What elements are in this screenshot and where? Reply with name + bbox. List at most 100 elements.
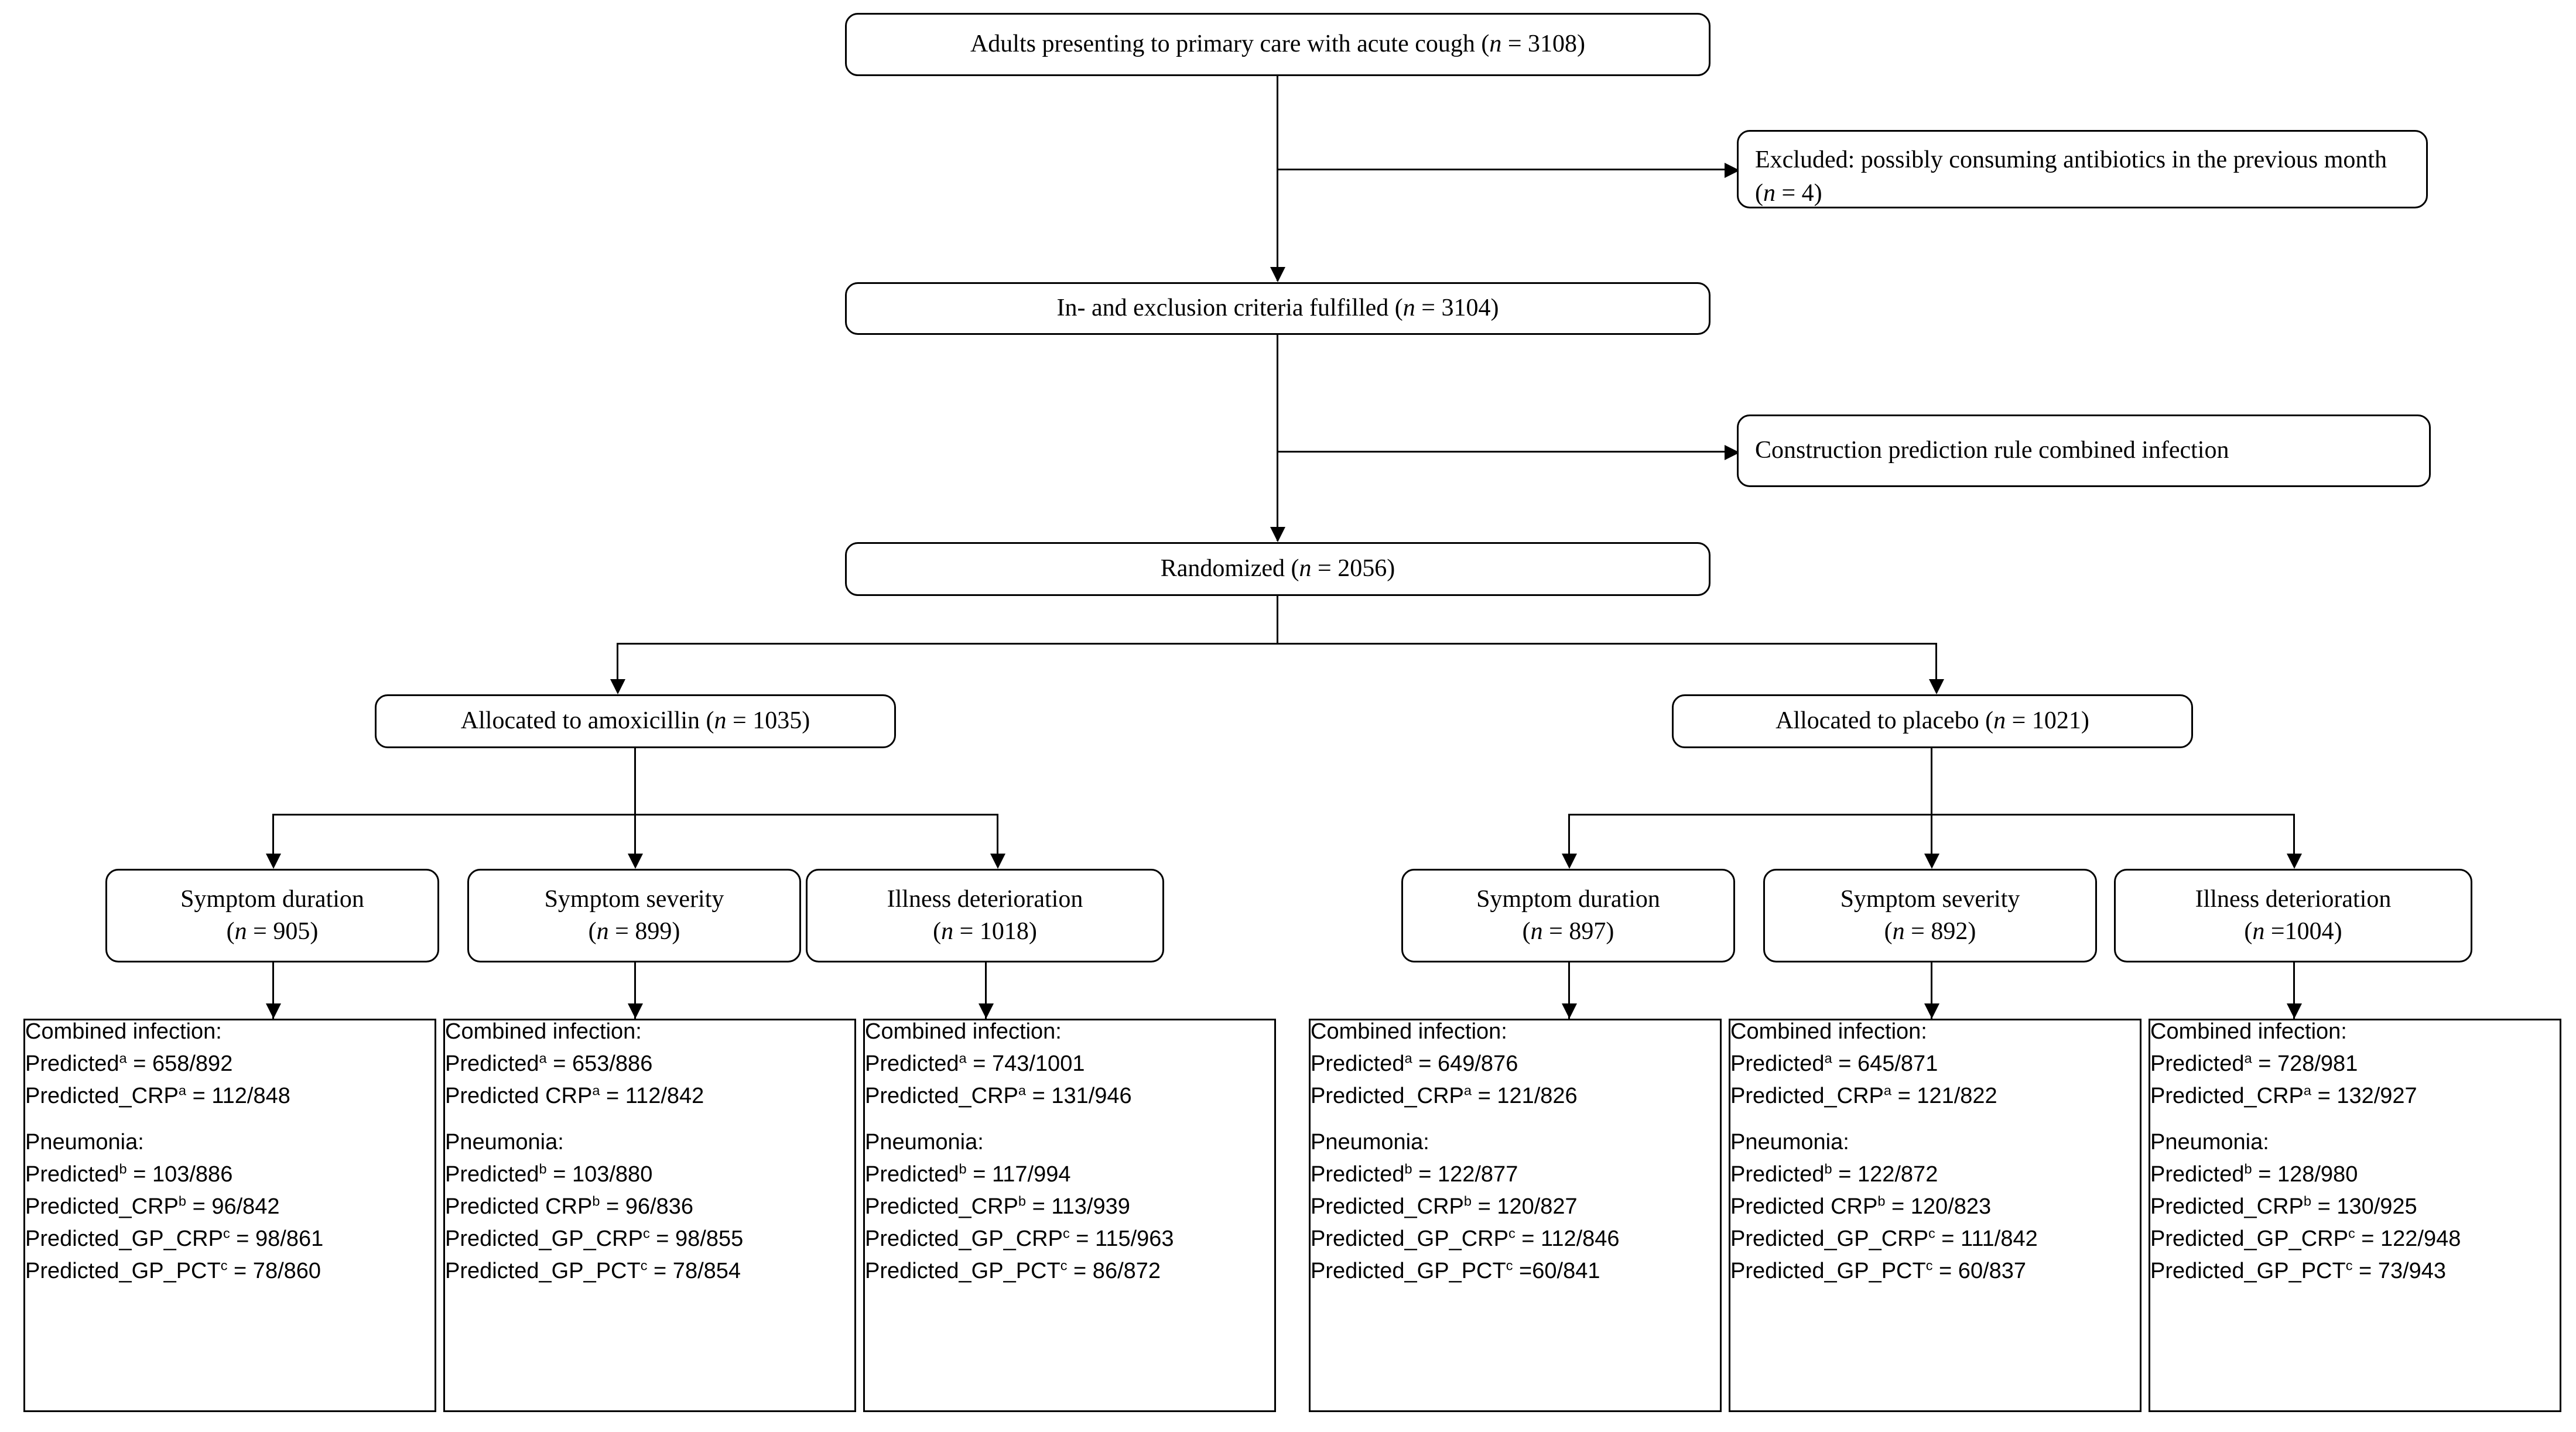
detail-spacer [2150, 1117, 2560, 1131]
node-construction-label: Construction prediction rule combined in… [1755, 437, 2229, 464]
footnote-marker: b [1877, 1193, 1886, 1209]
detail-combined-line-0: Predicteda = 649/876 [1311, 1050, 1518, 1076]
detail-pneumonia-line-0: Predictedb = 117/994 [865, 1161, 1071, 1187]
footnote-marker: b [539, 1161, 547, 1177]
connector-placebo-drop-1 [1568, 814, 1570, 866]
arrow-enrollment-to-criteria [1270, 267, 1285, 282]
detail-combined-heading: Combined infection: [2150, 1019, 2347, 1044]
footnote-marker: b [592, 1193, 600, 1209]
node-outcome-3-name: Symptom duration [1476, 885, 1660, 913]
footnote-marker: a [1018, 1082, 1027, 1098]
connector-outcome-5-to-detail [2293, 962, 2295, 1021]
detail-spacer [865, 1117, 1274, 1131]
detail-combined-line-0: Predicteda = 728/981 [2150, 1050, 2358, 1076]
connector-amox-drop-1 [272, 814, 274, 866]
detail-combined-heading: Combined infection: [445, 1019, 642, 1044]
detail-combined-line-0: Predicteda = 658/892 [25, 1050, 233, 1076]
arrow-to-allocated-placebo [1929, 679, 1944, 694]
detail-pneumonia-line-1: Predicted CRPb = 120/823 [1730, 1193, 1992, 1219]
footnote-marker: b [119, 1161, 127, 1177]
detail-box-4: Combined infection: Predicteda = 645/871… [1729, 1019, 2141, 1412]
footnote-marker: a [1463, 1082, 1472, 1098]
node-allocated-placebo: Allocated to placebo (n = 1021) [1672, 694, 2193, 748]
node-excluded-label: Excluded: possibly consuming antibiotics… [1755, 146, 2387, 207]
footnote-marker: b [1018, 1193, 1027, 1209]
arrow-to-outcome-1 [628, 854, 643, 869]
detail-box-0-content: Combined infection: Predicteda = 658/892… [25, 1020, 435, 1292]
footnote-marker: b [1404, 1161, 1412, 1177]
node-outcome-3: Symptom duration (n = 897) [1401, 869, 1735, 962]
node-criteria: In- and exclusion criteria fulfilled (n … [845, 282, 1711, 335]
arrow-to-outcome-3 [1562, 854, 1577, 869]
detail-box-4-content: Combined infection: Predicteda = 645/871… [1730, 1020, 2140, 1292]
footnote-marker: a [2244, 1050, 2252, 1066]
connector-outcome-3-to-detail [1568, 962, 1570, 1021]
detail-pneumonia-line-3: Predicted_GP_PCTc = 73/943 [2150, 1258, 2447, 1283]
footnote-marker: c [2345, 1258, 2353, 1273]
detail-combined-line-1: Predicted CRPa = 112/842 [445, 1082, 704, 1108]
detail-combined-line-0: Predicteda = 645/871 [1730, 1050, 1938, 1076]
connector-allocation-bus [617, 643, 1937, 645]
footnote-marker: b [178, 1193, 187, 1209]
footnote-marker: c [223, 1225, 230, 1241]
footnote-marker: a [178, 1082, 187, 1098]
node-outcome-5: Illness deterioration (n =1004) [2114, 869, 2472, 962]
footnote-marker: c [1508, 1225, 1516, 1241]
detail-combined-heading: Combined infection: [865, 1019, 1062, 1044]
detail-spacer [1730, 1117, 2140, 1131]
detail-pneumonia-line-3: Predicted_GP_PCTc = 86/872 [865, 1258, 1161, 1283]
detail-combined-line-1: Predicted_CRPa = 132/927 [2150, 1082, 2417, 1108]
detail-box-5: Combined infection: Predicteda = 728/981… [2149, 1019, 2561, 1412]
footnote-marker: a [1824, 1050, 1832, 1066]
node-enrollment: Adults presenting to primary care with a… [845, 13, 1711, 76]
arrow-outcome-3-to-detail [1562, 1003, 1577, 1019]
detail-pneumonia-heading: Pneumonia: [1730, 1130, 1849, 1154]
node-outcome-4-name: Symptom severity [1840, 885, 2020, 913]
detail-pneumonia-line-1: Predicted_CRPb = 96/842 [25, 1193, 280, 1219]
detail-pneumonia-line-1: Predicted_CRPb = 113/939 [865, 1193, 1130, 1219]
detail-pneumonia-line-0: Predictedb = 122/877 [1311, 1161, 1518, 1187]
detail-box-1-content: Combined infection: Predicteda = 653/886… [445, 1020, 854, 1292]
detail-combined-line-1: Predicted_CRPa = 121/826 [1311, 1082, 1578, 1108]
footnote-marker: b [1824, 1161, 1832, 1177]
footnote-marker: a [959, 1050, 967, 1066]
detail-box-1: Combined infection: Predicteda = 653/886… [443, 1019, 856, 1412]
footnote-marker: b [2303, 1193, 2312, 1209]
node-construction: Construction prediction rule combined in… [1737, 414, 2431, 487]
arrow-outcome-2-to-detail [979, 1003, 994, 1019]
footnote-marker: a [539, 1050, 547, 1066]
detail-pneumonia-heading: Pneumonia: [2150, 1130, 2269, 1154]
detail-combined-line-0: Predicteda = 743/1001 [865, 1050, 1085, 1076]
connector-outcome-1-to-detail [634, 962, 636, 1021]
arrow-outcome-4-to-detail [1924, 1003, 1939, 1019]
node-allocated-amoxicillin: Allocated to amoxicillin (n = 1035) [375, 694, 896, 748]
arrow-to-outcome-2 [990, 854, 1005, 869]
node-outcome-4-n: (n = 892) [1884, 918, 1976, 945]
footnote-marker: c [2348, 1225, 2355, 1241]
detail-box-2: Combined infection: Predicteda = 743/100… [863, 1019, 1276, 1412]
detail-combined-line-0: Predicteda = 653/886 [445, 1050, 653, 1076]
node-criteria-label: In- and exclusion criteria fulfilled (n … [1056, 294, 1499, 322]
node-excluded: Excluded: possibly consuming antibiotics… [1737, 130, 2428, 208]
footnote-marker: a [1883, 1082, 1892, 1098]
arrow-to-allocated-amoxicillin [610, 679, 625, 694]
detail-pneumonia-heading: Pneumonia: [445, 1130, 564, 1154]
connector-construction-branch [1277, 451, 1727, 453]
connector-amox-drop-2 [634, 814, 636, 866]
arrow-outcome-5-to-detail [2287, 1003, 2302, 1019]
node-outcome-1-name: Symptom severity [544, 885, 724, 913]
connector-outcome-2-to-detail [985, 962, 987, 1021]
node-outcome-0-n: (n = 905) [226, 918, 319, 945]
node-outcome-3-n: (n = 897) [1522, 918, 1614, 945]
node-outcome-5-name: Illness deterioration [2195, 885, 2392, 913]
node-enrollment-label: Adults presenting to primary care with a… [970, 30, 1586, 58]
footnote-marker: b [1463, 1193, 1472, 1209]
connector-amoxicillin-stem [634, 748, 636, 815]
node-randomized-label: Randomized (n = 2056) [1160, 555, 1395, 583]
connector-outcome-4-to-detail [1931, 962, 1932, 1021]
detail-pneumonia-line-1: Predicted_CRPb = 120/827 [1311, 1193, 1578, 1219]
footnote-marker: a [2303, 1082, 2312, 1098]
footnote-marker: c [220, 1258, 228, 1273]
detail-pneumonia-line-0: Predictedb = 128/980 [2150, 1161, 2358, 1187]
